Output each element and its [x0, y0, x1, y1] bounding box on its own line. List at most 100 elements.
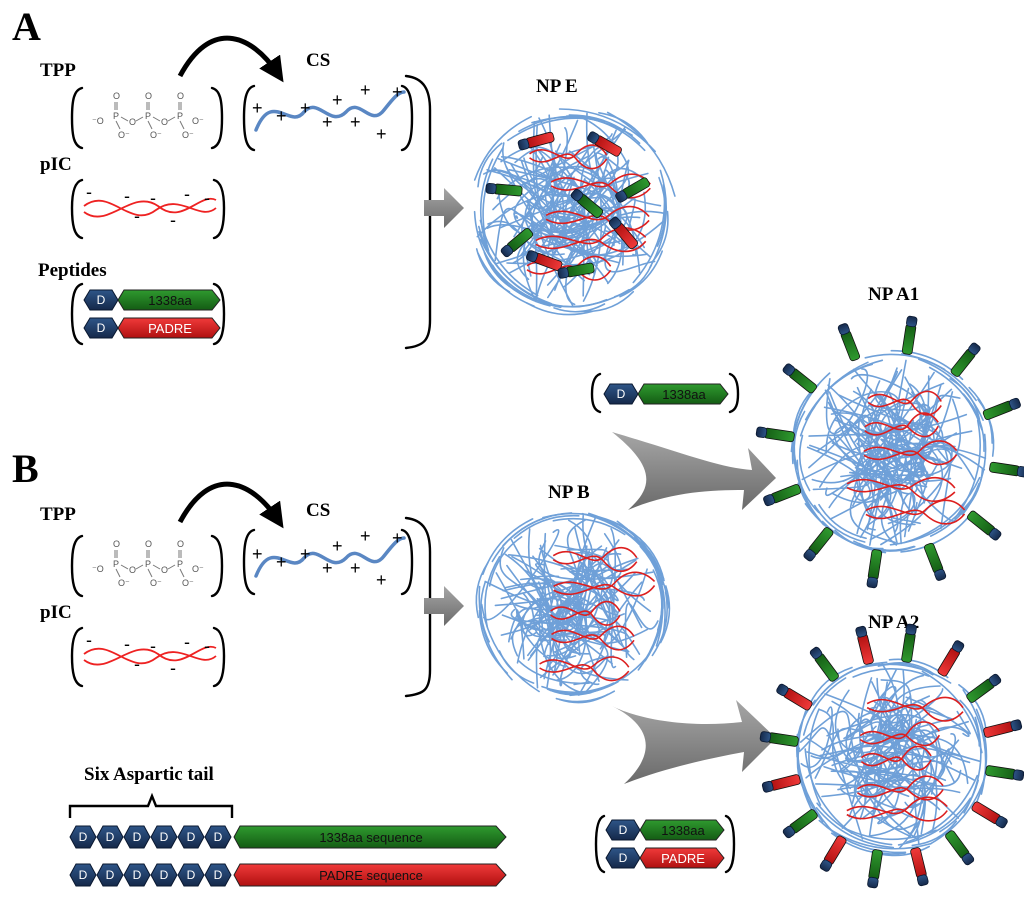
peptide-sequence-label: 1338aa: [148, 293, 192, 308]
negative-charge-sign: -: [124, 186, 130, 206]
tpp-phosphorus-atom: P: [145, 559, 151, 569]
aspartic-d-block: [603, 383, 639, 405]
peptide-box-a2: [594, 814, 736, 874]
positive-charge-sign: +: [276, 552, 287, 572]
cs-chitosan-a: +++++++++: [242, 80, 414, 152]
negative-charge-sign: -: [86, 182, 92, 202]
aspartic-d-label: D: [133, 830, 142, 844]
tpp-terminal-oxygen-left: ⁻O: [92, 564, 104, 574]
aspartic-d-label: D: [97, 293, 106, 307]
peptide-sequence-block: [233, 825, 507, 849]
pic-label-a: pIC: [40, 154, 72, 175]
aspartic-d-label: D: [106, 868, 115, 882]
positive-charge-sign: +: [322, 112, 333, 132]
peptide-rod-icon: [608, 216, 639, 250]
positive-charge-sign: +: [276, 106, 287, 126]
peptide-rod-icon: [937, 640, 965, 677]
positive-charge-sign: +: [392, 528, 403, 548]
negative-charge-sign: -: [170, 658, 176, 678]
peptide-rod-icon: [923, 542, 947, 581]
positive-charge-sign: +: [376, 570, 387, 590]
curved-arrow-icon-a: [177, 35, 284, 83]
peptide-rod-icon: [759, 731, 799, 747]
tpp-terminal-oxygen-right: O⁻: [192, 116, 204, 126]
negative-charge-sign: -: [150, 636, 156, 656]
arrow-to-np-a2-icon: [612, 700, 776, 784]
peptide-rod-icon: [901, 623, 917, 663]
peptide-box-a1: [590, 372, 740, 414]
positive-charge-sign: +: [350, 558, 361, 578]
tpp-oxygen-atom: O: [145, 539, 152, 549]
peptide-sequence-block: [637, 383, 729, 405]
negative-charge-sign: -: [204, 636, 210, 656]
tpp-bridge-oxygen-atom: O: [129, 117, 136, 127]
chitosan-mesh: [475, 512, 671, 704]
aspartic-d-block: [605, 847, 641, 869]
aspartic-d-block: [204, 863, 232, 887]
peptide-sequence-label: PADRE: [661, 851, 705, 866]
tpp-bond: [167, 564, 176, 570]
peptide-rod-icon: [837, 323, 861, 362]
peptide-rod-icon: [971, 801, 1008, 829]
positive-charge-sign: +: [332, 536, 343, 556]
aspartic-d-label: D: [187, 830, 196, 844]
nanoparticle-np-e: [473, 108, 676, 316]
tpp-oxygen-minus-atom: O⁻: [118, 578, 130, 588]
peptide-rod-icon: [982, 397, 1021, 421]
peptide-rod-icon: [500, 227, 534, 258]
peptide-rod-icon: [967, 510, 1002, 541]
aspartic-d-block: [150, 825, 178, 849]
negative-charge-sign: -: [204, 188, 210, 208]
tpp-oxygen-atom: O: [113, 91, 120, 101]
peptide-rod-icon: [989, 461, 1024, 478]
peptide-sequence-label: PADRE: [148, 321, 192, 336]
np-a2-surface-peptides: [759, 623, 1024, 889]
tpp-oxygen-atom: O: [113, 539, 120, 549]
tpp-phosphorus-atom: P: [177, 111, 183, 121]
chitosan-mesh: [790, 349, 995, 554]
peptide-rod-icon: [966, 673, 1002, 703]
aspartic-d-block: [177, 825, 205, 849]
aspartic-d-label: D: [106, 830, 115, 844]
positive-charge-sign: +: [332, 90, 343, 110]
tpp-bond: [152, 564, 161, 570]
positive-charge-sign: +: [392, 82, 403, 102]
peptide-sequence-block: [117, 289, 221, 311]
pic-rna-strands: [846, 390, 966, 525]
aspartic-d-label: D: [214, 830, 223, 844]
tpp-oxygen-minus-atom: O⁻: [182, 130, 194, 140]
negative-charge-sign: -: [170, 210, 176, 230]
aspartic-d-block: [96, 863, 124, 887]
peptide-rod-icon: [945, 830, 975, 866]
pic-rna-strands: [539, 546, 656, 682]
tpp-bond: [179, 120, 185, 130]
peptide-rod-icon: [570, 188, 604, 219]
tpp-bond: [120, 564, 129, 570]
aspartic-d-label: D: [79, 830, 88, 844]
positive-charge-sign: +: [376, 124, 387, 144]
tpp-bond: [135, 564, 144, 570]
peptide-rod-icon: [526, 250, 563, 272]
peptide-rod-icon: [761, 774, 801, 793]
positive-charge-sign: +: [252, 544, 263, 564]
peptide-rod-icon: [755, 426, 795, 443]
peptide-rod-icon: [983, 719, 1023, 738]
tpp-oxygen-minus-atom: O⁻: [182, 578, 194, 588]
pic-label-b: pIC: [40, 602, 72, 623]
positive-charge-sign: +: [300, 98, 311, 118]
arrow-to-np-b-icon: [424, 586, 464, 626]
peptide-1338aa-a: D 1338aa: [83, 289, 221, 311]
aspartic-d-block: [69, 825, 97, 849]
tpp-oxygen-atom: O: [177, 539, 184, 549]
positive-charge-sign: +: [360, 526, 371, 546]
tpp-bond: [115, 120, 121, 130]
aspartic-d-block: [83, 317, 119, 339]
nanoparticle-np-b: [475, 512, 671, 704]
np-e-entrapped-peptides: [485, 131, 650, 279]
pic-strand-a: -------: [70, 178, 226, 240]
tpp-oxygen-minus-atom: O⁻: [150, 130, 162, 140]
tpp-bridge-oxygen-atom: O: [161, 117, 168, 127]
